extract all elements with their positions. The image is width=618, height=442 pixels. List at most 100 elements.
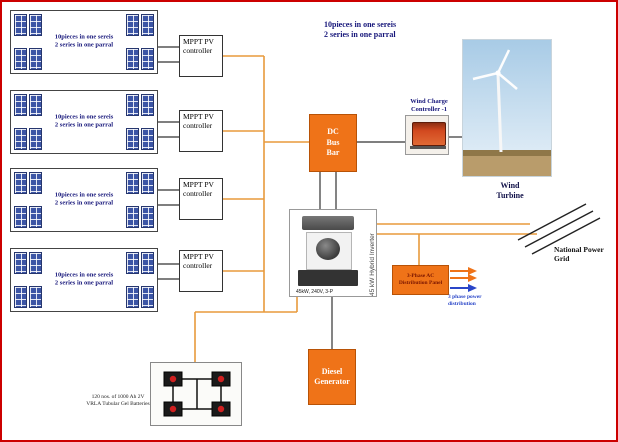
inverter-top-unit bbox=[302, 216, 354, 230]
solar-panel-icon bbox=[141, 14, 154, 36]
inverter-base-unit bbox=[298, 270, 358, 286]
battery-bank-graphic bbox=[163, 371, 231, 417]
arrow-right-icon bbox=[468, 267, 477, 275]
solar-panel-icon bbox=[141, 128, 154, 150]
charge-controller-base bbox=[410, 146, 446, 149]
wind-charge-controller-label: Wind Charge Controller -1 bbox=[410, 98, 448, 114]
battery-bank-image bbox=[150, 362, 242, 426]
ac-distribution-panel: 3-Phase AC Distribution Panel bbox=[392, 265, 449, 295]
solar-panel-icon bbox=[141, 206, 154, 228]
inverter-spec-label: 45kW, 240V, 3-P bbox=[296, 289, 334, 295]
dc-bus-bar-label: DC Bus Bar bbox=[326, 127, 340, 158]
solar-panel-icon bbox=[14, 252, 27, 274]
mppt-controller-3: MPPT PV controller bbox=[179, 178, 223, 220]
solar-panel-pair bbox=[14, 48, 42, 70]
solar-panel-pair bbox=[126, 128, 154, 150]
array-label-line1: 10pieces in one sereis bbox=[54, 33, 114, 41]
solar-panel-icon bbox=[141, 286, 154, 308]
wind-turbine-graphic bbox=[463, 40, 551, 176]
solar-panel-icon bbox=[126, 128, 139, 150]
solar-panel-icon bbox=[29, 206, 42, 228]
pv-wires bbox=[158, 46, 463, 349]
solar-array-group-4: 10pieces in one sereis 2 series in one p… bbox=[10, 248, 158, 312]
solar-panel-icon bbox=[126, 48, 139, 70]
dc-bus-bar: DC Bus Bar bbox=[309, 114, 357, 172]
solar-panel-pair bbox=[14, 172, 42, 194]
solar-array-group-2: 10pieces in one sereis 2 series in one p… bbox=[10, 90, 158, 154]
solar-panel-icon bbox=[14, 286, 27, 308]
solar-panel-pair bbox=[126, 48, 154, 70]
solar-panel-icon bbox=[126, 252, 139, 274]
solar-panel-pair bbox=[126, 94, 154, 116]
array-label-line2: 2 series in one parral bbox=[54, 200, 114, 207]
array-label-line2: 2 series in one parral bbox=[54, 122, 114, 129]
diesel-generator: Diesel Generator bbox=[308, 349, 356, 405]
arrow-right-icon bbox=[468, 274, 477, 282]
solar-panel-icon bbox=[14, 128, 27, 150]
solar-array-label: 10pieces in one sereis 2 series in one p… bbox=[39, 192, 129, 209]
distribution-arrows bbox=[450, 267, 477, 292]
dc-bus-wires bbox=[194, 55, 537, 364]
solar-panel-icon bbox=[14, 94, 27, 116]
solar-panel-icon bbox=[29, 48, 42, 70]
solar-panel-pair bbox=[126, 206, 154, 228]
solar-panel-icon bbox=[14, 14, 27, 36]
solar-panel-pair bbox=[126, 286, 154, 308]
solar-array-label: 10pieces in one sereis 2 series in one p… bbox=[39, 114, 129, 131]
solar-array-group-1: 10pieces in one sereis 2 series in one p… bbox=[10, 10, 158, 74]
solar-panel-icon bbox=[14, 48, 27, 70]
array-label-line1: 10pieces in one sereis bbox=[54, 113, 114, 121]
wind-turbine-label: Wind Turbine bbox=[496, 181, 524, 201]
solar-panel-pair bbox=[14, 94, 42, 116]
national-grid-symbol bbox=[517, 203, 601, 255]
solar-panel-icon bbox=[141, 94, 154, 116]
mppt-controller-4: MPPT PV controller bbox=[179, 250, 223, 292]
solar-panel-icon bbox=[29, 94, 42, 116]
wind-charge-controller-image bbox=[405, 115, 449, 155]
battery-bank-label: 120 nos. of 1000 Ah 2V VRLA Tubular Gel … bbox=[86, 394, 150, 408]
solar-array-label: 10pieces in one sereis 2 series in one p… bbox=[39, 272, 129, 289]
array-label-line1: 10pieces in one sereis bbox=[54, 271, 114, 279]
solar-panel-pair bbox=[126, 172, 154, 194]
arrow-right-icon bbox=[468, 284, 477, 292]
solar-panel-icon bbox=[141, 48, 154, 70]
mppt-controller-1: MPPT PV controller bbox=[179, 35, 223, 77]
solar-panel-pair bbox=[14, 252, 42, 274]
array-label-line2: 2 series in one parral bbox=[54, 42, 114, 49]
top-note-line1: 10pieces in one sereis bbox=[324, 20, 397, 29]
mppt-controller-2: MPPT PV controller bbox=[179, 110, 223, 152]
array-label-line2: 2 series in one parral bbox=[54, 280, 114, 287]
solar-panel-icon bbox=[14, 172, 27, 194]
solar-panel-icon bbox=[29, 128, 42, 150]
solar-panel-icon bbox=[29, 172, 42, 194]
solar-panel-icon bbox=[141, 172, 154, 194]
battery-cell-icon bbox=[163, 371, 231, 417]
solar-array-group-3: 10pieces in one sereis 2 series in one p… bbox=[10, 168, 158, 232]
array-label-line1: 10pieces in one sereis bbox=[54, 191, 114, 199]
solar-panel-pair bbox=[14, 206, 42, 228]
solar-panel-icon bbox=[29, 286, 42, 308]
inverter-fan-icon bbox=[316, 238, 340, 260]
national-grid-label: National Power Grid bbox=[554, 245, 604, 264]
hybrid-inverter-image: 45 kW Hybrid Inverter 45kW, 240V, 3-P bbox=[289, 209, 377, 297]
solar-panel-icon bbox=[126, 94, 139, 116]
solar-panel-icon bbox=[126, 14, 139, 36]
inverter-side-label: 45 kW Hybrid Inverter bbox=[369, 233, 376, 296]
solar-panel-icon bbox=[126, 172, 139, 194]
solar-array-label: 10pieces in one sereis 2 series in one p… bbox=[39, 34, 129, 51]
solar-panel-icon bbox=[29, 252, 42, 274]
solar-panel-pair bbox=[126, 14, 154, 36]
top-note: 10pieces in one sereis 2 series in one p… bbox=[324, 20, 444, 41]
wind-turbine-photo bbox=[462, 39, 552, 177]
ac-distribution-panel-label: 3-Phase AC Distribution Panel bbox=[398, 273, 443, 286]
solar-panel-pair bbox=[14, 14, 42, 36]
solar-panel-icon bbox=[141, 252, 154, 274]
phase-power-note: 3 phase power distribution bbox=[448, 294, 482, 307]
diesel-generator-label: Diesel Generator bbox=[314, 366, 350, 386]
solar-panel-pair bbox=[126, 252, 154, 274]
solar-panel-icon bbox=[126, 286, 139, 308]
solar-panel-icon bbox=[29, 14, 42, 36]
charge-controller-device-icon bbox=[412, 122, 446, 146]
